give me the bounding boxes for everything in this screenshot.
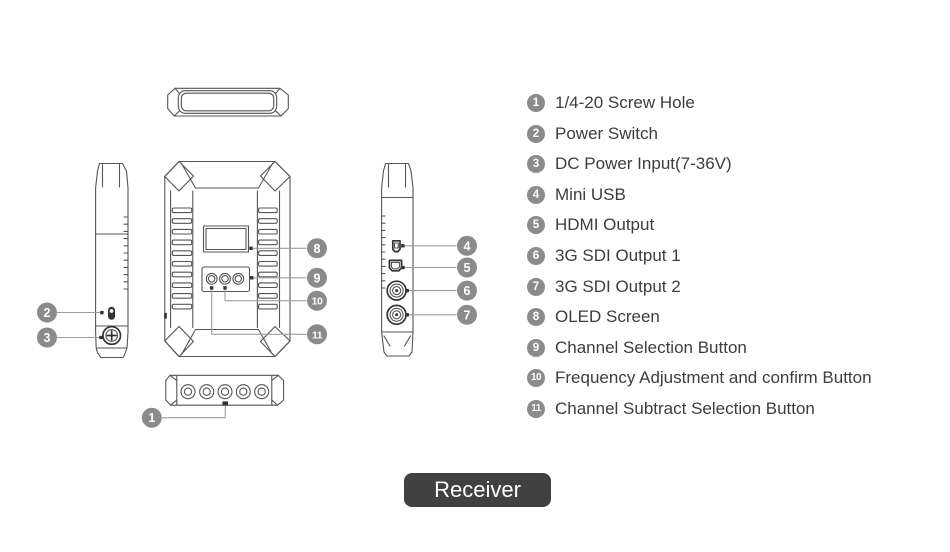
- legend-item-4: 4 Mini USB: [527, 180, 872, 211]
- top-view: [167, 87, 289, 117]
- legend-label-9: Channel Selection Button: [555, 337, 747, 357]
- sdi-output-1: [386, 280, 407, 301]
- legend-item-3: 3 DC Power Input(7-36V): [527, 149, 872, 180]
- channel-subtract-button: [232, 272, 245, 285]
- svg-text:11: 11: [312, 329, 323, 341]
- legend-label-7: 3G SDI Output 2: [555, 276, 681, 296]
- legend-label-1: 1/4-20 Screw Hole: [555, 93, 695, 113]
- svg-text:1: 1: [148, 411, 155, 425]
- svg-text:2: 2: [44, 306, 51, 320]
- parts-legend: 1 1/4-20 Screw Hole 2 Power Switch 3 DC …: [527, 88, 872, 424]
- callout-leader-lines: [57, 244, 457, 419]
- oled-screen: [202, 225, 250, 253]
- button-panel: [201, 266, 251, 293]
- channel-selection-button: [205, 272, 218, 285]
- device-line-drawing: 1 2 3 4 5 6 7: [37, 87, 477, 428]
- legend-item-9: 9 Channel Selection Button: [527, 332, 872, 363]
- legend-label-10: Frequency Adjustment and confirm Button: [555, 368, 872, 388]
- svg-text:8: 8: [314, 242, 321, 256]
- dc-power-input-jack: [102, 325, 122, 346]
- legend-badge-8: 8: [527, 308, 545, 327]
- legend-badge-1: 1: [527, 94, 545, 113]
- svg-text:9: 9: [314, 271, 321, 285]
- legend-badge-11: 11: [527, 399, 545, 418]
- legend-badge-5: 5: [527, 216, 545, 235]
- callout-badge-4: 4: [457, 235, 477, 256]
- callout-badge-10: 10: [307, 290, 327, 311]
- svg-text:6: 6: [464, 284, 471, 298]
- bottom-connector-row: [180, 384, 270, 400]
- legend-label-11: Channel Subtract Selection Button: [555, 398, 815, 418]
- legend-label-6: 3G SDI Output 1: [555, 246, 681, 265]
- legend-label-8: OLED Screen: [555, 307, 660, 327]
- callout-badge-8: 8: [307, 238, 327, 259]
- legend-label-5: HDMI Output: [555, 215, 655, 235]
- legend-item-8: 8 OLED Screen: [527, 302, 872, 333]
- svg-text:10: 10: [312, 296, 323, 308]
- callout-badge-6: 6: [457, 280, 477, 301]
- hdmi-port: [388, 259, 403, 272]
- legend-item-1: 1 1/4-20 Screw Hole: [527, 88, 872, 119]
- front-view: [164, 160, 291, 358]
- left-side-view: [95, 162, 129, 359]
- svg-text:5: 5: [464, 261, 471, 275]
- callout-badges: 1 2 3 4 5 6 7: [37, 235, 477, 428]
- legend-badge-9: 9: [527, 338, 545, 357]
- legend-item-11: 11 Channel Subtract Selection Button: [527, 393, 872, 424]
- legend-badge-3: 3: [527, 155, 545, 174]
- callout-badge-9: 9: [307, 267, 327, 288]
- legend-label-4: Mini USB: [555, 184, 626, 204]
- legend-item-2: 2 Power Switch: [527, 119, 872, 150]
- receiver-tab-button[interactable]: Receiver: [404, 473, 551, 507]
- callout-badge-7: 7: [457, 304, 477, 325]
- legend-badge-10: 10: [527, 369, 545, 388]
- sdi-output-2: [386, 304, 407, 326]
- callout-badge-11: 11: [307, 324, 327, 345]
- legend-item-6: 6 3G SDI Output 1: [527, 241, 872, 272]
- svg-text:7: 7: [464, 308, 471, 322]
- svg-text:4: 4: [464, 239, 471, 253]
- legend-label-3: DC Power Input(7-36V): [555, 154, 732, 174]
- power-switch: [108, 306, 115, 320]
- bottom-view: [165, 374, 285, 406]
- callout-badge-3: 3: [37, 327, 57, 348]
- screw-hole-marker: [222, 401, 228, 406]
- legend-badge-7: 7: [527, 277, 545, 296]
- callout-badge-2: 2: [37, 302, 57, 323]
- legend-badge-4: 4: [527, 185, 545, 204]
- right-side-view: [380, 162, 414, 357]
- legend-label-2: Power Switch: [555, 123, 658, 143]
- vent-slots-left: [171, 207, 193, 310]
- callout-badge-5: 5: [457, 257, 477, 278]
- legend-badge-2: 2: [527, 124, 545, 143]
- svg-text:3: 3: [44, 331, 51, 345]
- mini-usb-port: [391, 239, 401, 253]
- legend-item-7: 7 3G SDI Output 2: [527, 271, 872, 302]
- legend-badge-6: 6: [527, 247, 545, 265]
- vent-slots-right: [258, 207, 278, 310]
- frequency-confirm-button: [219, 272, 231, 285]
- legend-item-10: 10 Frequency Adjustment and confirm Butt…: [527, 363, 872, 394]
- legend-item-5: 5 HDMI Output: [527, 210, 872, 241]
- callout-badge-1: 1: [141, 407, 162, 428]
